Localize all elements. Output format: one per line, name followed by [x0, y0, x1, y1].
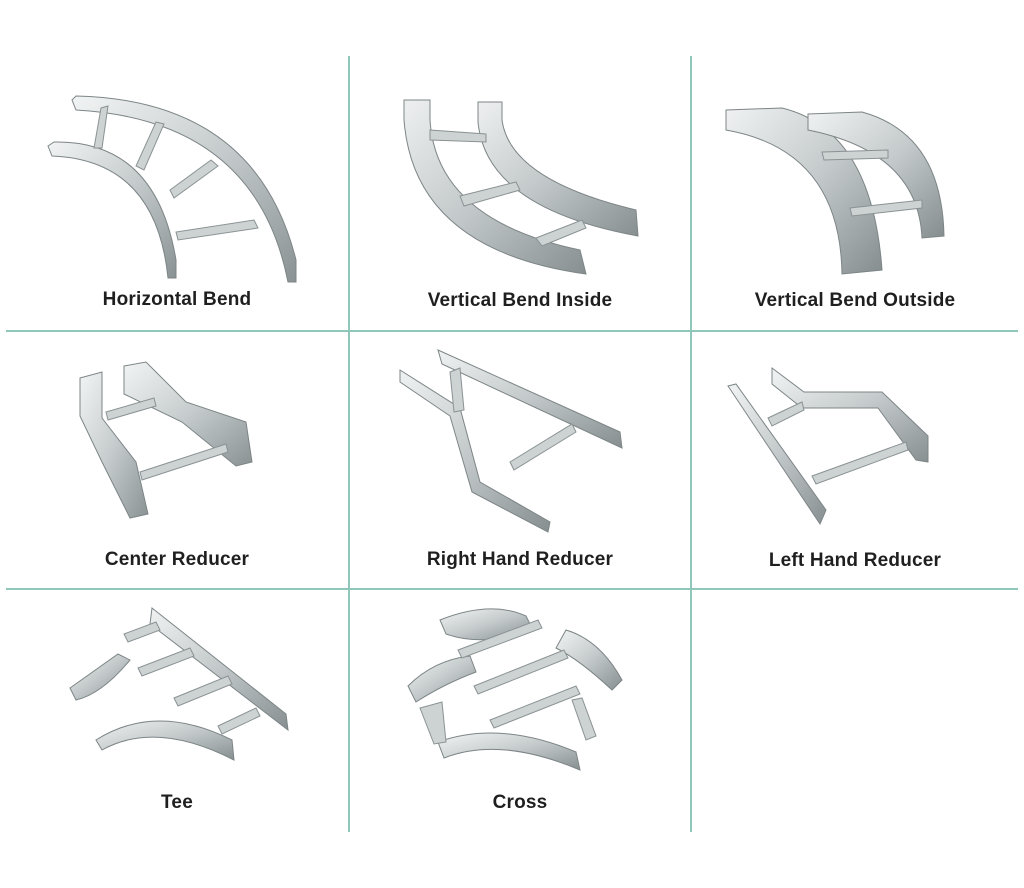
grid-line-horizontal-1 [6, 330, 1018, 332]
tee-icon [69, 607, 289, 761]
fitting-cell-vertical-bend-outside: Vertical Bend Outside [692, 60, 1018, 330]
horizontal-bend-icon [47, 95, 297, 283]
fitting-label: Cross [492, 792, 548, 813]
fitting-label: Vertical Bend Outside [754, 290, 956, 311]
cross-icon [407, 608, 623, 771]
fitting-label: Tee [161, 792, 193, 813]
left-hand-reducer-icon [727, 367, 929, 526]
right-hand-reducer-icon [399, 349, 623, 533]
vertical-bend-inside-icon [403, 99, 639, 275]
center-reducer-icon [79, 361, 253, 519]
grid-line-vertical-2 [690, 56, 692, 832]
fitting-label: Left Hand Reducer [768, 550, 942, 571]
fitting-cell-cross: Cross [350, 590, 690, 832]
fitting-label: Horizontal Bend [102, 289, 252, 310]
vertical-bend-outside-icon [725, 107, 945, 275]
fitting-cell-center-reducer: Center Reducer [6, 332, 348, 588]
fitting-cell-left-hand-reducer: Left Hand Reducer [692, 332, 1018, 588]
fitting-label: Right Hand Reducer [426, 549, 614, 570]
fitting-cell-right-hand-reducer: Right Hand Reducer [350, 332, 690, 588]
grid-line-horizontal-2 [6, 588, 1018, 590]
grid-line-vertical-1 [348, 56, 350, 832]
fitting-label: Vertical Bend Inside [427, 290, 613, 311]
fitting-cell-tee: Tee [6, 590, 348, 832]
fitting-cell-empty [692, 590, 1018, 832]
fitting-cell-vertical-bend-inside: Vertical Bend Inside [350, 60, 690, 330]
fitting-cell-horizontal-bend: Horizontal Bend [6, 60, 348, 330]
fitting-label: Center Reducer [104, 549, 250, 570]
